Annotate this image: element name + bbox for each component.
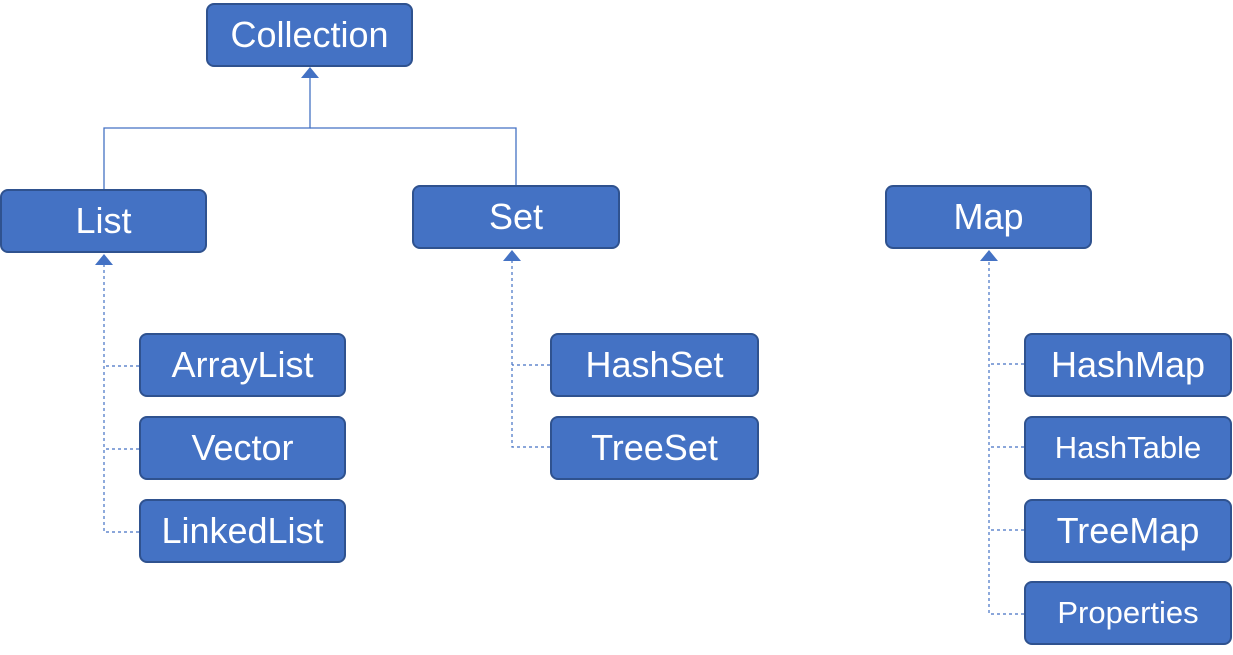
- node-hashtable: HashTable: [1024, 416, 1232, 480]
- node-treeset: TreeSet: [550, 416, 759, 480]
- node-list: List: [0, 189, 207, 253]
- node-treemap: TreeMap: [1024, 499, 1232, 563]
- node-set: Set: [412, 185, 620, 249]
- node-vector: Vector: [139, 416, 346, 480]
- edge-list-collection: [103, 76, 311, 189]
- edge-properties-map: [988, 260, 1024, 615]
- arrowhead-collection: [301, 67, 319, 78]
- edge-set-collection: [310, 127, 517, 185]
- dashed-connectors: [103, 260, 1024, 615]
- node-collection: Collection: [206, 3, 413, 67]
- solid-connectors: [103, 76, 517, 189]
- node-linkedlist: LinkedList: [139, 499, 346, 563]
- edge-treeset-set: [511, 260, 550, 448]
- node-properties: Properties: [1024, 581, 1232, 645]
- edge-linkedlist-list: [103, 264, 139, 533]
- node-hashmap: HashMap: [1024, 333, 1232, 397]
- node-arraylist: ArrayList: [139, 333, 346, 397]
- arrowhead-set: [503, 250, 521, 261]
- arrowhead-list: [95, 254, 113, 265]
- node-map: Map: [885, 185, 1092, 249]
- arrowhead-map: [980, 250, 998, 261]
- node-hashset: HashSet: [550, 333, 759, 397]
